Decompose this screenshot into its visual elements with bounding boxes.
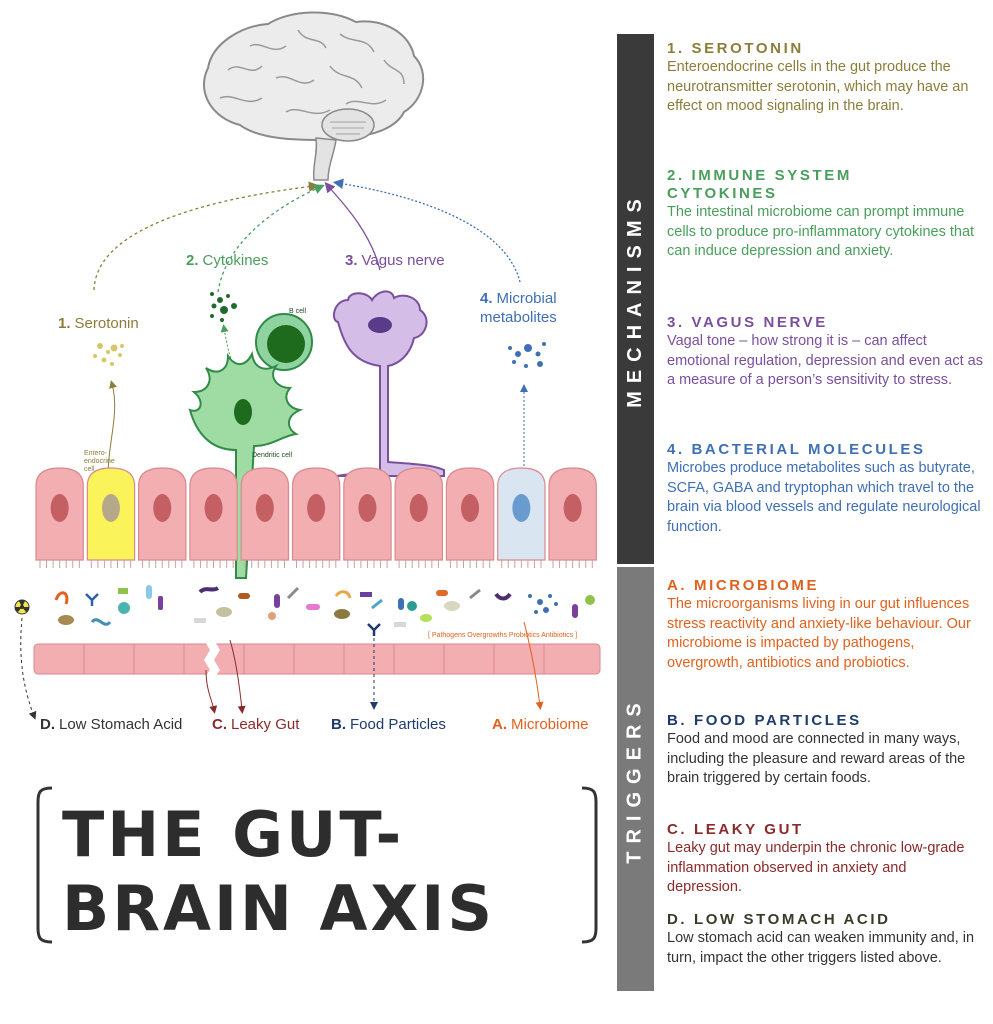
mechanisms-sidebar-label: MECHANISMS xyxy=(624,190,647,408)
metabolite-transport-cell xyxy=(497,467,546,568)
mechanism-body: Microbes produce metabolites such as but… xyxy=(667,460,981,535)
trigger-body: Leaky gut may underpin the chronic low-g… xyxy=(667,840,965,895)
title-line-1: THE GUT- xyxy=(62,798,405,871)
trigger-body: The microorganisms living in our gut inf… xyxy=(667,596,971,671)
trigger-leaky-gut: C. LEAKY GUT Leaky gut may underpin the … xyxy=(667,821,985,898)
triggers-sidebar: TRIGGERS xyxy=(617,567,654,991)
microbe-legend: [ Pathogens Overgrowths Probiotics Antib… xyxy=(428,632,577,639)
epithelial-cell xyxy=(548,467,597,568)
leaky-gut-arrow-left xyxy=(205,669,218,714)
enteroendocrine-label-1: Entero- xyxy=(84,450,108,457)
trigger-body: Low stomach acid can weaken immunity and… xyxy=(667,930,975,966)
mechanism-bacterial-molecules: 4. BACTERIAL MOLECULES Microbes produce … xyxy=(667,441,985,537)
epithelial-cell xyxy=(343,467,392,568)
serotonin-label: 1.Serotonin xyxy=(58,315,139,332)
metabolites-pathway xyxy=(332,178,521,283)
title-block: THE GUT- BRAIN AXIS xyxy=(38,786,598,945)
low-acid-label: D.Low Stomach Acid xyxy=(40,716,182,733)
trigger-heading: A. MICROBIOME xyxy=(667,577,820,594)
metabolite-particles xyxy=(508,342,546,368)
mechanism-vagus: 3. VAGUS NERVE Vagal tone – how strong i… xyxy=(667,314,985,391)
lower-gut-wall-divisions xyxy=(83,644,545,674)
mechanism-heading: 2. IMMUNE SYSTEM CYTOKINES xyxy=(667,167,852,202)
trigger-heading: C. LEAKY GUT xyxy=(667,821,804,838)
title-bracket-right xyxy=(581,786,598,944)
mechanism-body: Enteroendocrine cells in the gut produce… xyxy=(667,59,969,114)
food-particles-label: B.Food Particles xyxy=(331,716,446,733)
vagus-pathway xyxy=(324,182,381,271)
trigger-low-stomach-acid: D. LOW STOMACH ACID Low stomach acid can… xyxy=(667,911,985,968)
b-cell xyxy=(255,313,313,371)
mechanism-heading: 4. BACTERIAL MOLECULES xyxy=(667,441,926,458)
brain-illustration xyxy=(203,11,424,181)
trigger-heading: B. FOOD PARTICLES xyxy=(667,712,862,729)
b-cell-label: B cell xyxy=(289,308,307,315)
mechanism-body: The intestinal microbiome can prompt imm… xyxy=(667,204,975,259)
microbiome-label: A.Microbiome xyxy=(492,716,589,733)
trigger-food-particles: B. FOOD PARTICLES Food and mood are conn… xyxy=(667,712,985,789)
cytokines-label: 2.Cytokines xyxy=(186,252,268,269)
epithelial-cell xyxy=(240,467,290,568)
epithelial-cell xyxy=(35,467,84,568)
trigger-body: Food and mood are connected in many ways… xyxy=(667,731,966,786)
epithelial-cell xyxy=(394,467,443,568)
epithelial-cell xyxy=(138,467,187,568)
triggers-sidebar-label: TRIGGERS xyxy=(624,694,647,864)
page-title: THE GUT- BRAIN AXIS xyxy=(62,798,495,946)
serotonin-pathway xyxy=(93,181,320,291)
enteroendocrine-label-2: endocrine xyxy=(84,458,115,465)
cytokines-pathway xyxy=(217,184,325,293)
leaky-gut-gap xyxy=(204,640,220,678)
title-bracket-left xyxy=(36,786,53,944)
microbes xyxy=(54,585,595,636)
trigger-heading: D. LOW STOMACH ACID xyxy=(667,911,891,928)
enteroendocrine-label-3: cell xyxy=(84,466,95,473)
mechanism-serotonin: 1. SEROTONIN Enteroendocrine cells in th… xyxy=(667,40,985,117)
enteroendocrine-cell xyxy=(86,467,136,568)
leaky-gut-label: C.Leaky Gut xyxy=(212,716,300,733)
mechanism-heading: 3. VAGUS NERVE xyxy=(667,314,828,331)
metabolites-label-line2: metabolites xyxy=(480,309,557,326)
cytokine-particles xyxy=(210,292,237,322)
epithelial-cell xyxy=(189,467,238,568)
title-line-2: BRAIN AXIS xyxy=(62,872,496,945)
low-acid-arrow xyxy=(20,617,37,720)
mechanism-body: Vagal tone – how strong it is – can affe… xyxy=(667,333,983,388)
mechanisms-sidebar: MECHANISMS xyxy=(617,34,654,564)
microbiome-arrow xyxy=(523,621,544,710)
dendritic-cell xyxy=(188,350,304,579)
vagus-neuron xyxy=(332,290,445,477)
intestinal-epithelium xyxy=(35,467,597,568)
lower-gut-wall xyxy=(33,643,601,675)
mechanism-heading: 1. SEROTONIN xyxy=(667,40,804,57)
leaky-gut-arrow-right xyxy=(229,639,246,714)
radiation-icon xyxy=(14,599,30,615)
cytokine-release-arrow xyxy=(220,324,233,363)
metabolites-label: 4.Microbial xyxy=(480,290,557,307)
vagus-label: 3.Vagus nerve xyxy=(345,252,445,269)
epithelial-cell xyxy=(291,467,341,568)
epithelial-cell xyxy=(445,467,495,568)
dendritic-cell-label: Dendritic cell xyxy=(252,452,293,459)
serotonin-particles xyxy=(93,343,124,366)
mechanism-cytokines: 2. IMMUNE SYSTEM CYTOKINES The intestina… xyxy=(667,167,974,262)
trigger-microbiome: A. MICROBIOME The microorganisms living … xyxy=(667,577,985,673)
